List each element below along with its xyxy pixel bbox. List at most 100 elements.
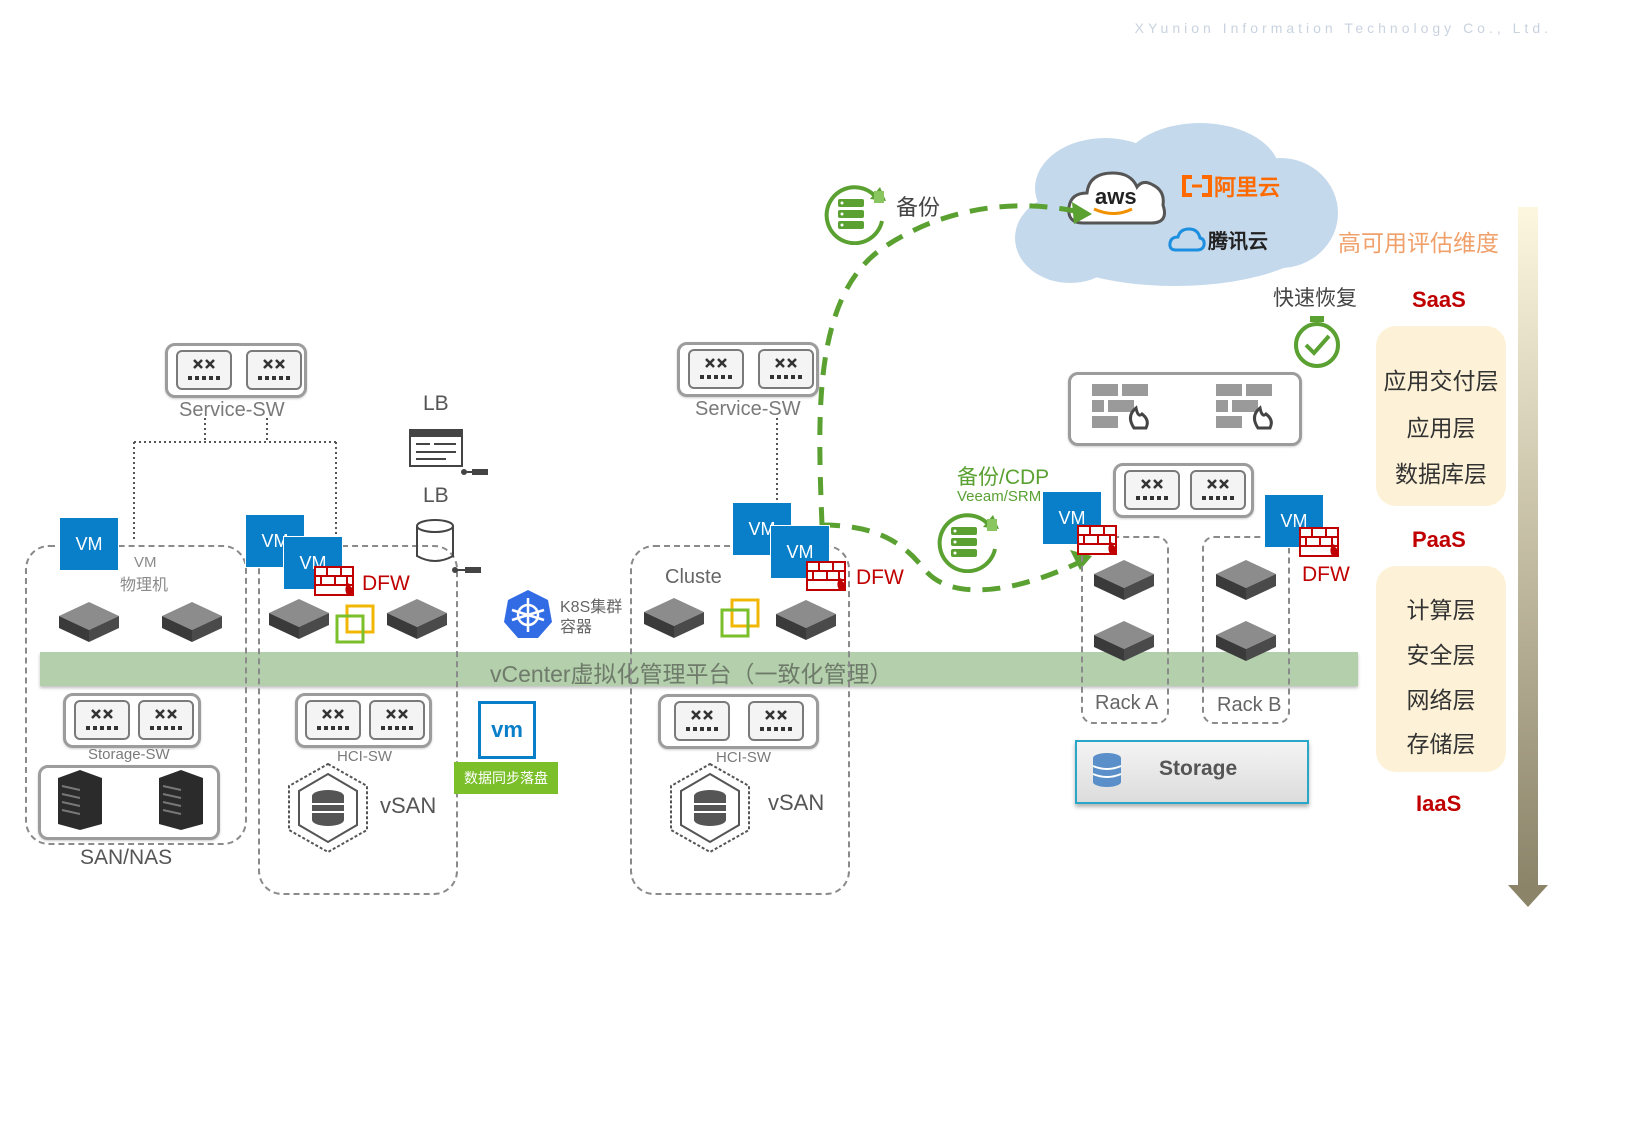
paas-panel xyxy=(1376,566,1506,772)
vsan-db-icon xyxy=(288,762,368,854)
vm-block: VM xyxy=(1265,495,1323,547)
switch-icon xyxy=(176,350,232,390)
server-icon xyxy=(1216,560,1276,600)
rack-server-icon xyxy=(58,770,102,830)
server-icon xyxy=(162,602,222,642)
switch-icon xyxy=(74,700,130,740)
firewall-gray-icon xyxy=(1092,384,1149,430)
k8s-line1: K8S集群 xyxy=(560,599,623,616)
aws-label: aws xyxy=(1095,184,1137,209)
tencent-label: 腾讯云 xyxy=(1208,231,1268,253)
vsan-db-icon xyxy=(670,762,750,854)
cluster-title: Cluste xyxy=(665,566,722,588)
vm-block: VM xyxy=(60,518,118,570)
firewall-icon xyxy=(1077,525,1117,555)
aliyun-logo: 阿里云 xyxy=(1180,170,1280,202)
ha-title: 高可用评估维度 xyxy=(1338,230,1499,256)
cluster-hci-sw-label: HCI-SW xyxy=(716,749,771,766)
switch-icon xyxy=(305,700,361,740)
tencent-cloud-icon xyxy=(1168,226,1206,251)
saas-item-db: 数据库层 xyxy=(1395,461,1487,487)
rack-dfw-label: DFW xyxy=(1302,563,1350,586)
saas-panel xyxy=(1376,326,1506,506)
vm-logo-box: vm xyxy=(478,701,536,759)
k8s-line2: 容器 xyxy=(560,619,593,636)
company-watermark: XYunion Information Technology Co., Ltd. xyxy=(1134,20,1552,36)
saas-label: SaaS xyxy=(1412,287,1466,312)
vm-logo-text: vm xyxy=(491,717,523,742)
rack-server-icon xyxy=(159,770,203,830)
tencent-logo: 腾讯云 xyxy=(1168,225,1268,254)
rack-a-container xyxy=(1081,536,1169,724)
restore-label: 快速恢复 xyxy=(1273,287,1357,310)
paas-label: PaaS xyxy=(1412,527,1466,552)
service-sw-links xyxy=(133,418,337,542)
rack-b-label: Rack B xyxy=(1217,694,1282,716)
switch-icon xyxy=(688,349,744,389)
physical-vm-label: VM xyxy=(134,554,157,571)
vmware-logo-icon xyxy=(720,598,760,638)
server-icon xyxy=(59,602,119,642)
iaas-label: IaaS xyxy=(1416,791,1462,816)
vcenter-label: vCenter虚拟化管理平台（一致化管理） xyxy=(490,661,893,687)
backup-cdp-sub: Veeam/SRM xyxy=(957,488,1042,505)
server-icon xyxy=(1094,621,1154,661)
physical-label: 物理机 xyxy=(120,577,169,594)
firewall-gray-icon xyxy=(1216,384,1273,430)
rack-a-label: Rack A xyxy=(1095,692,1159,714)
paas-item-storage: 存储层 xyxy=(1406,731,1476,757)
switch-icon xyxy=(138,700,194,740)
database-lb-icon xyxy=(416,519,481,573)
server-icon xyxy=(269,599,329,639)
lb-label-2: LB xyxy=(423,484,449,507)
paas-item-compute: 计算层 xyxy=(1406,597,1476,623)
san-nas-label: SAN/NAS xyxy=(80,846,173,869)
cluster-sw-link xyxy=(776,418,778,506)
vsan-label: vSAN xyxy=(380,793,437,818)
hci-container xyxy=(258,545,458,895)
cluster-vsan-label: vSAN xyxy=(768,790,825,815)
storage-sw-label: Storage-SW xyxy=(88,746,170,763)
aws-cloud-icon xyxy=(1067,171,1166,225)
storage-db-icon xyxy=(1092,753,1122,787)
paas-item-network: 网络层 xyxy=(1406,687,1476,713)
aws-smile-icon xyxy=(1093,207,1133,215)
service-sw-label: Service-SW xyxy=(179,399,285,421)
cluster-service-sw-label: Service-SW xyxy=(695,398,801,420)
server-icon xyxy=(1094,560,1154,600)
rack-b-container xyxy=(1202,536,1290,724)
backup-cdp-icon xyxy=(937,513,999,573)
physical-container xyxy=(25,545,247,845)
switch-icon xyxy=(1124,470,1180,510)
server-icon xyxy=(387,599,447,639)
paas-item-security: 安全层 xyxy=(1406,642,1476,668)
backup-label: 备份 xyxy=(896,195,941,220)
saas-item-app: 应用层 xyxy=(1406,415,1476,441)
firewall-icon xyxy=(806,561,846,591)
switch-icon xyxy=(758,349,814,389)
server-icon xyxy=(776,600,836,640)
switch-icon xyxy=(246,350,302,390)
switch-icon xyxy=(1190,470,1246,510)
switch-icon xyxy=(674,701,730,741)
backup-server-icon xyxy=(824,185,886,245)
vmware-logo-icon xyxy=(335,604,375,644)
load-balancer-icon xyxy=(409,429,488,475)
hci-sw-label: HCI-SW xyxy=(337,748,392,765)
kubernetes-icon xyxy=(504,590,552,638)
backup-cdp-label: 备份/CDP xyxy=(957,466,1050,489)
server-icon xyxy=(644,598,704,638)
sync-badge: 数据同步落盘 xyxy=(454,762,558,794)
firewall-icon xyxy=(314,566,354,596)
firewall-icon xyxy=(1299,527,1339,557)
cluster-dfw-label: DFW xyxy=(856,566,904,589)
sync-label: 数据同步落盘 xyxy=(464,770,548,786)
stopwatch-icon xyxy=(1294,316,1340,368)
dfw-label: DFW xyxy=(362,572,410,595)
lb-label: LB xyxy=(423,392,449,415)
aliyun-label: 阿里云 xyxy=(1214,175,1281,200)
saas-item-app-delivery: 应用交付层 xyxy=(1383,368,1499,394)
ha-gradient-arrow xyxy=(1508,207,1548,907)
storage-label: Storage xyxy=(1159,757,1238,780)
switch-icon xyxy=(748,701,804,741)
